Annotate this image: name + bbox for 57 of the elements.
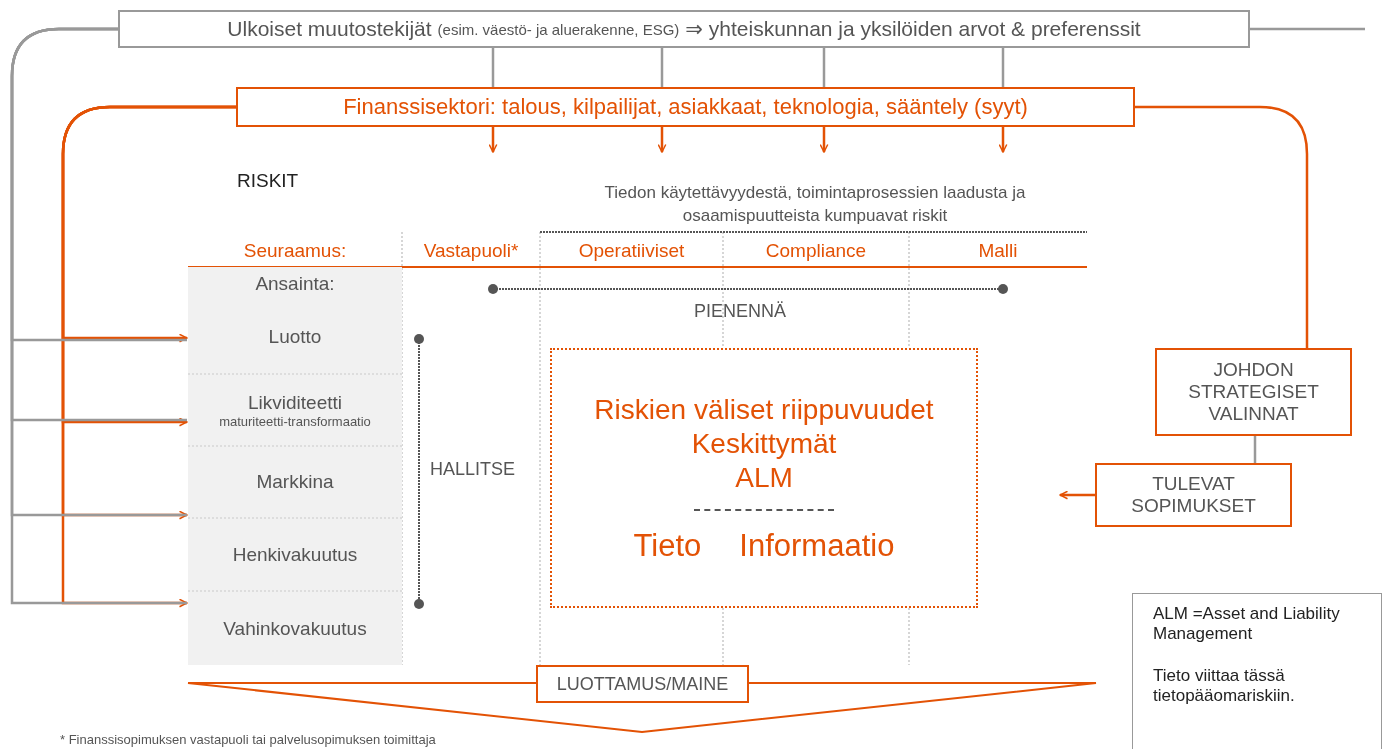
section-heading: RISKIT <box>237 170 300 192</box>
column-heading: Operatiiviset <box>577 240 686 262</box>
box-text: ALM =Asset and Liability Management <box>1153 604 1341 644</box>
box-text: Riskien väliset riippuvuudet <box>594 393 934 427</box>
arrow <box>488 127 498 153</box>
box-text: TULEVAT SOPIMUKSET <box>1130 473 1257 517</box>
box-text: maturiteetti-transformaatio <box>219 413 371 429</box>
factor-box <box>118 10 1250 48</box>
box-text: Likviditeetti <box>248 391 342 414</box>
footnote: * Finanssisopimuksen vastapuoli tai palvelusopimuksen toimittaja <box>60 732 437 747</box>
connector-line <box>822 48 826 87</box>
table-cell <box>188 300 402 375</box>
column-heading: Compliance <box>764 240 868 262</box>
box-text: Vahinkovakuutus <box>223 617 367 640</box>
focus-box <box>550 348 978 608</box>
box-text: Tieto <box>633 529 702 563</box>
connector-line <box>1135 105 1309 348</box>
decision-box <box>1155 348 1352 436</box>
arrow <box>819 127 829 153</box>
box-text: Tieto viittaa tässä tietopääomariskiin. <box>1153 666 1296 706</box>
box-text: Henkivakuutus <box>232 543 358 566</box>
connector-line <box>1250 27 1365 31</box>
range-label: HALLITSE <box>430 459 517 480</box>
box-text: Luotto <box>268 325 322 348</box>
table-cell <box>188 267 402 300</box>
box-text: Finanssisektori: talous, kilpailijat, asiakkaat, teknologia, sääntely (syyt) <box>343 94 1028 120</box>
box-text: Ulkoiset muutostekijät <box>227 17 432 41</box>
arrow <box>1059 490 1095 500</box>
sector-box <box>236 87 1135 127</box>
note-box <box>1132 593 1382 749</box>
box-text: ⇒ yhteiskunnan ja yksilöiden arvot & preferenssit <box>685 17 1141 41</box>
box-text: ALM <box>735 461 793 495</box>
table-cell <box>188 447 402 519</box>
box-text: JOHDON STRATEGISET VALINNAT <box>1187 359 1320 425</box>
box-text: Keskittymät <box>691 427 837 461</box>
column-heading: Seuraamus: <box>242 240 348 262</box>
connector-line <box>1001 48 1005 87</box>
connector-line <box>491 48 495 87</box>
box-text: Markkina <box>256 471 334 493</box>
arrow <box>998 127 1008 153</box>
box-text: (esim. väestö- ja aluerakenne, ESG) <box>437 20 680 38</box>
box-text: LUOTTAMUS/MAINE <box>556 673 729 695</box>
connector-line <box>1253 436 1257 463</box>
table-cell <box>188 592 402 665</box>
column-heading: Vastapuoli* <box>422 240 520 262</box>
box-text: Ansainta: <box>255 272 335 295</box>
trust-box <box>536 665 749 703</box>
connector-line <box>10 27 187 605</box>
arrow <box>657 127 667 153</box>
box-text: Informaatio <box>739 529 895 563</box>
connector-line <box>660 48 664 87</box>
contract-box <box>1095 463 1292 527</box>
column-heading: Malli <box>977 240 1019 262</box>
column-group-caption: Tiedon käytettävyydestä, toimintaprosessien laadusta ja osaamispuutteista kumpuavat riskit <box>603 182 1027 227</box>
table-cell <box>188 375 402 447</box>
table-cell <box>188 519 402 592</box>
range-label: PIENENNÄ <box>693 301 787 322</box>
